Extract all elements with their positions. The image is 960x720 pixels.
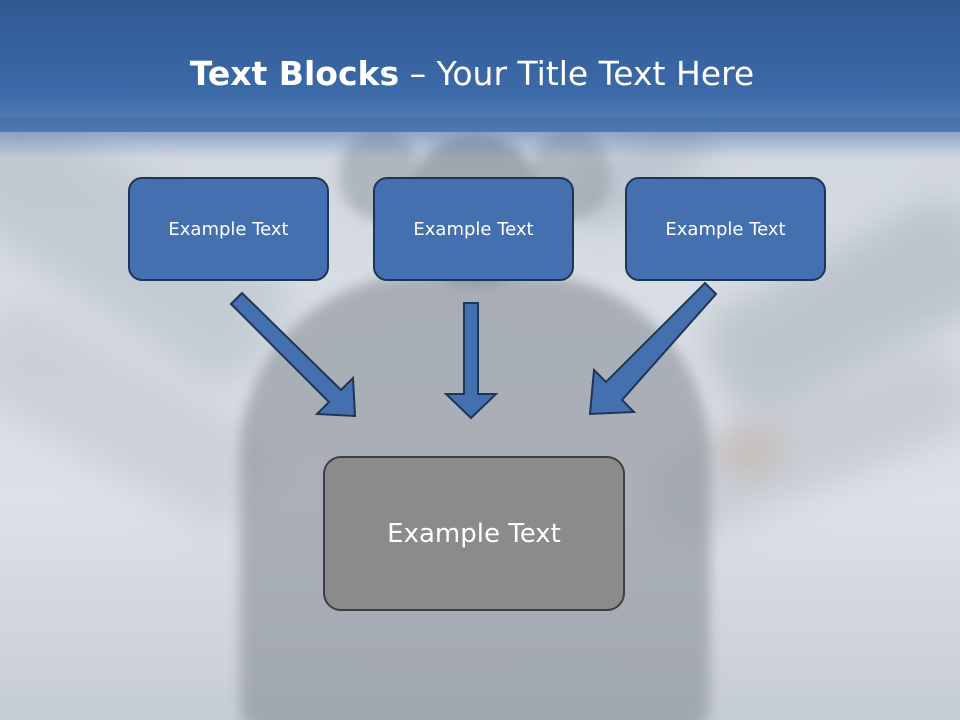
slide-title-bold: Text Blocks <box>189 54 400 93</box>
text-block-label: Example Text <box>168 218 289 240</box>
title-bar <box>0 0 960 132</box>
result-block-label: Example Text <box>387 518 561 549</box>
text-block-left[interactable]: Example Text <box>128 177 329 281</box>
slide-title: Text Blocks – Your Title Text Here <box>0 52 944 96</box>
text-block-right[interactable]: Example Text <box>625 177 826 281</box>
text-block-label: Example Text <box>413 218 534 240</box>
text-block-label: Example Text <box>665 218 786 240</box>
slide-title-separator: – <box>399 54 437 93</box>
text-block-center[interactable]: Example Text <box>373 177 574 281</box>
result-block[interactable]: Example Text <box>323 456 625 611</box>
title-bar-fade <box>0 118 960 158</box>
slide-title-rest: Your Title Text Here <box>436 54 755 93</box>
